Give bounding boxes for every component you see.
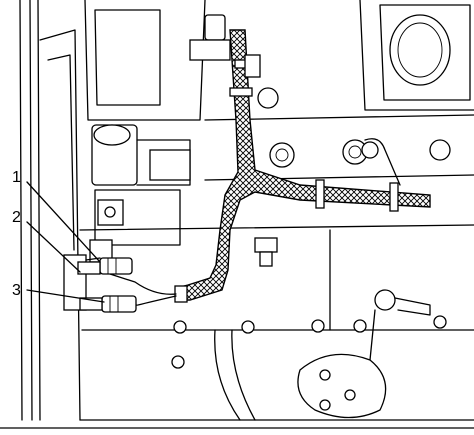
callout-1: 1 (12, 169, 21, 186)
wiring-harness (109, 14, 431, 309)
callout-leaders (26, 181, 105, 303)
callout-3: 3 (12, 282, 21, 299)
callout-2: 2 (12, 209, 21, 226)
sensor-connectors (77, 257, 137, 313)
valve-body (91, 124, 191, 246)
